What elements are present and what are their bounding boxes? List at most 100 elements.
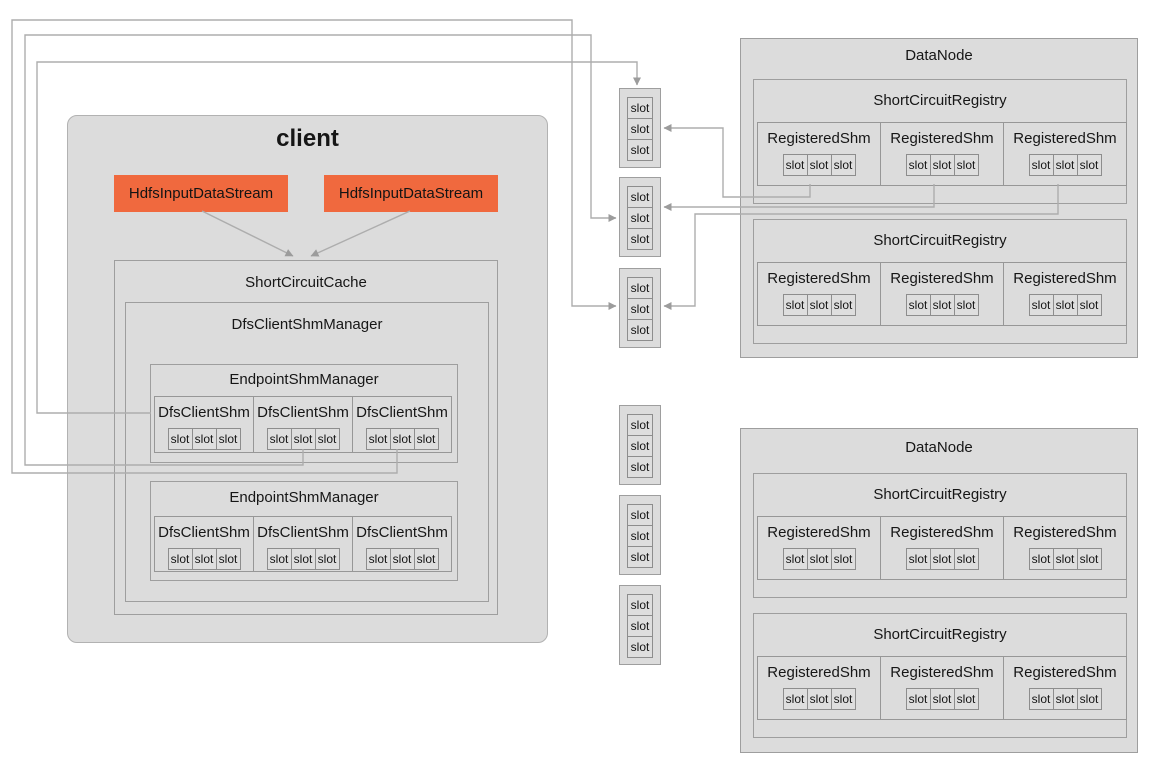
slot-cell: slot	[389, 428, 415, 450]
slot-cell: slot	[806, 294, 832, 316]
slot-cell: slot	[627, 186, 653, 208]
dfs-client-shm: DfsClientShm slot slot slot	[253, 516, 353, 572]
slot-cell: slot	[627, 414, 653, 436]
registered-shm-label: RegisteredShm	[1013, 270, 1117, 287]
slot-row: slot slot slot	[881, 688, 1003, 710]
hdfs-input-data-stream-1: HdfsInputDataStream	[114, 175, 288, 212]
slot-cell: slot	[1076, 548, 1102, 570]
slot-cell: slot	[1028, 294, 1054, 316]
slot-row: slot slot slot	[1004, 154, 1126, 176]
slot-cell: slot	[167, 548, 193, 570]
shared-memory-segment-4: slot slot slot	[619, 405, 661, 485]
slot-row: slot slot slot	[881, 294, 1003, 316]
registered-shm-label: RegisteredShm	[767, 130, 871, 147]
registered-shm: RegisteredShm slot slot slot	[1003, 122, 1127, 186]
registered-shm: RegisteredShm slot slot slot	[880, 262, 1004, 326]
endpoint-shm-manager-1: EndpointShmManager DfsClientShm slot slo…	[150, 364, 458, 463]
slot-row: slot slot slot	[155, 548, 253, 570]
slot-cell: slot	[389, 548, 415, 570]
slot-cell: slot	[1052, 154, 1078, 176]
dfs-client-shm-label: DfsClientShm	[158, 404, 250, 421]
short-circuit-registry-1: ShortCircuitRegistry RegisteredShm slot …	[753, 79, 1127, 204]
slot-cell: slot	[627, 615, 653, 637]
slot-cell: slot	[266, 548, 292, 570]
slot-cell: slot	[1028, 688, 1054, 710]
slot-cell: slot	[1076, 294, 1102, 316]
shared-memory-segment-3: slot slot slot	[619, 268, 661, 348]
registered-shm-row: RegisteredShm slot slot slot RegisteredS…	[757, 122, 1127, 186]
dfs-client-shm: DfsClientShm slot slot slot	[352, 396, 452, 453]
slot-cell: slot	[953, 548, 979, 570]
slot-cell: slot	[627, 298, 653, 320]
slot-cell: slot	[191, 428, 217, 450]
slot-cell: slot	[627, 546, 653, 568]
slot-cell: slot	[266, 428, 292, 450]
slot-cell: slot	[929, 548, 955, 570]
endpoint-shm-manager-label: EndpointShmManager	[229, 371, 379, 388]
registered-shm: RegisteredShm slot slot slot	[1003, 262, 1127, 326]
slot-cell: slot	[314, 428, 340, 450]
short-circuit-registry-label: ShortCircuitRegistry	[873, 486, 1007, 503]
slot-row: slot slot slot	[881, 548, 1003, 570]
slot-cell: slot	[627, 319, 653, 341]
slot-cell: slot	[290, 548, 316, 570]
slot-cell: slot	[929, 688, 955, 710]
registered-shm-label: RegisteredShm	[890, 664, 994, 681]
endpoint-shm-manager-2: EndpointShmManager DfsClientShm slot slo…	[150, 481, 458, 581]
shared-memory-segment-6: slot slot slot	[619, 585, 661, 665]
slot-cell: slot	[1076, 154, 1102, 176]
dfs-client-shm-row: DfsClientShm slot slot slot DfsClientShm…	[154, 516, 452, 572]
client-title: client	[276, 125, 339, 152]
registered-shm: RegisteredShm slot slot slot	[757, 656, 881, 720]
slot-cell: slot	[1028, 154, 1054, 176]
slot-cell: slot	[627, 525, 653, 547]
short-circuit-registry-2: ShortCircuitRegistry RegisteredShm slot …	[753, 219, 1127, 344]
registered-shm-row: RegisteredShm slot slot slot RegisteredS…	[757, 656, 1127, 720]
short-circuit-cache-label: ShortCircuitCache	[245, 274, 367, 291]
datanode-2: DataNode ShortCircuitRegistry Registered…	[740, 428, 1138, 753]
registered-shm: RegisteredShm slot slot slot	[880, 656, 1004, 720]
slot-row: slot slot slot	[881, 154, 1003, 176]
slot-cell: slot	[830, 294, 856, 316]
slot-cell: slot	[627, 118, 653, 140]
slot-row: slot slot slot	[353, 548, 451, 570]
registered-shm-label: RegisteredShm	[767, 270, 871, 287]
slot-cell: slot	[953, 154, 979, 176]
slot-cell: slot	[167, 428, 193, 450]
hdfs-input-data-stream-2: HdfsInputDataStream	[324, 175, 498, 212]
registered-shm-label: RegisteredShm	[767, 664, 871, 681]
slot-cell: slot	[627, 207, 653, 229]
registered-shm-label: RegisteredShm	[890, 130, 994, 147]
slot-row: slot slot slot	[758, 154, 880, 176]
slot-cell: slot	[806, 548, 832, 570]
slot-row: slot slot slot	[353, 428, 451, 450]
slot-cell: slot	[290, 428, 316, 450]
registered-shm-label: RegisteredShm	[1013, 130, 1117, 147]
slot-cell: slot	[627, 435, 653, 457]
slot-cell: slot	[314, 548, 340, 570]
slot-row: slot slot slot	[1004, 294, 1126, 316]
registered-shm: RegisteredShm slot slot slot	[1003, 516, 1127, 580]
short-circuit-registry-4: ShortCircuitRegistry RegisteredShm slot …	[753, 613, 1127, 738]
slot-row: slot slot slot	[254, 548, 352, 570]
slot-cell: slot	[215, 428, 241, 450]
slot-row: slot slot slot	[758, 548, 880, 570]
registered-shm-label: RegisteredShm	[890, 270, 994, 287]
registered-shm-label: RegisteredShm	[890, 524, 994, 541]
slot-cell: slot	[953, 294, 979, 316]
short-circuit-registry-label: ShortCircuitRegistry	[873, 92, 1007, 109]
slot-cell: slot	[953, 688, 979, 710]
registered-shm: RegisteredShm slot slot slot	[757, 516, 881, 580]
slot-cell: slot	[905, 688, 931, 710]
slot-cell: slot	[191, 548, 217, 570]
slot-row: slot slot slot	[155, 428, 253, 450]
slot-cell: slot	[830, 154, 856, 176]
slot-cell: slot	[627, 456, 653, 478]
dfs-client-shm: DfsClientShm slot slot slot	[154, 516, 254, 572]
slot-cell: slot	[782, 548, 808, 570]
slot-cell: slot	[627, 594, 653, 616]
dfs-client-shm: DfsClientShm slot slot slot	[352, 516, 452, 572]
slot-cell: slot	[627, 277, 653, 299]
slot-row: slot slot slot	[1004, 688, 1126, 710]
